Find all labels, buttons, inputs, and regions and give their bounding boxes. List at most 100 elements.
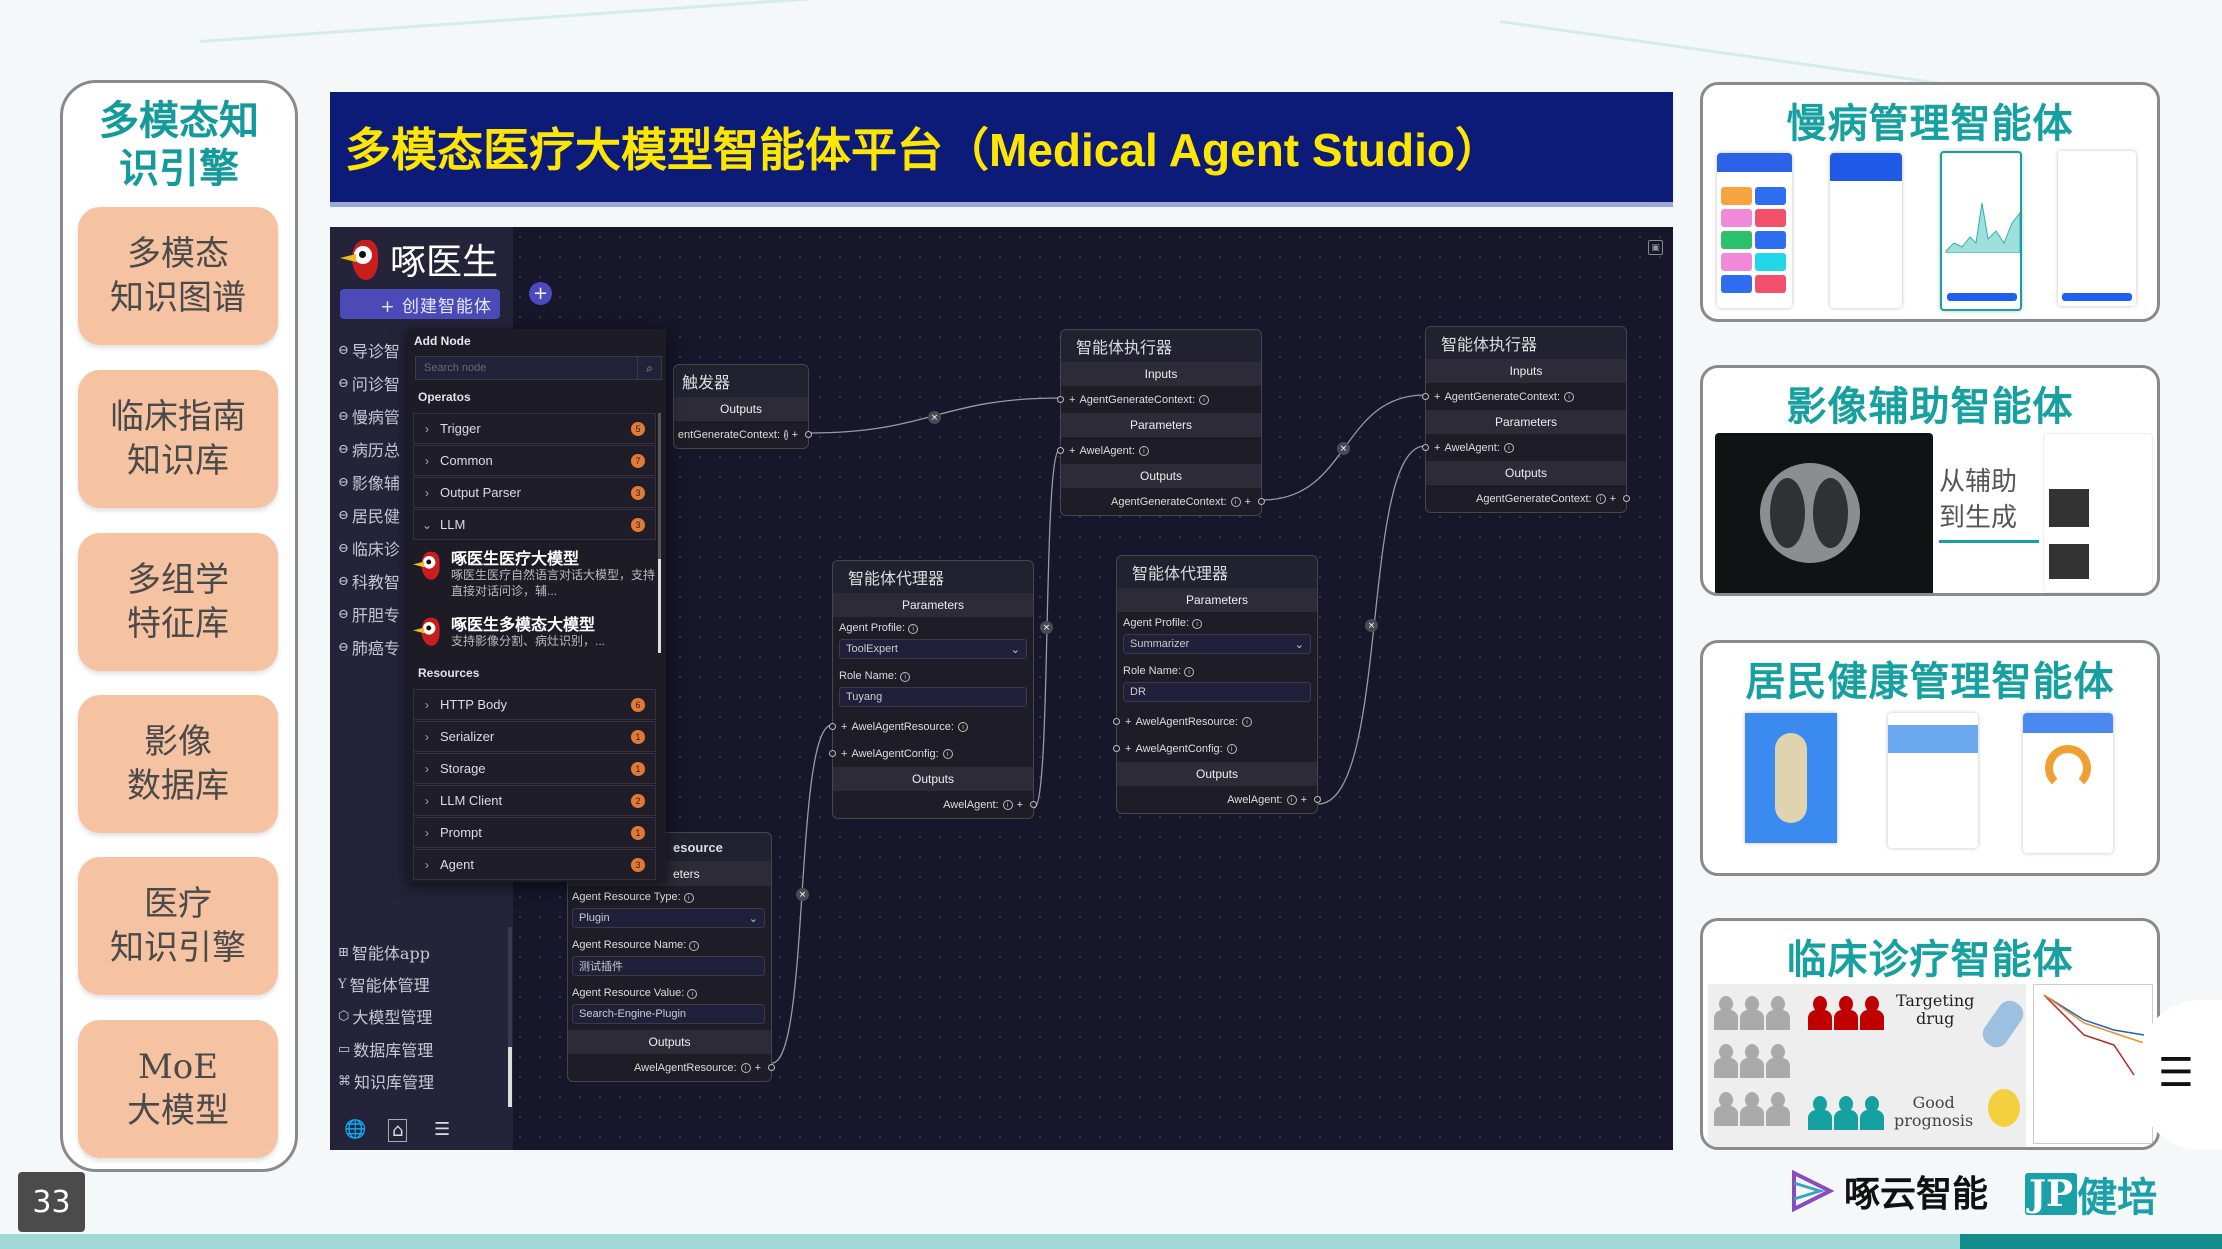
resource-type-select[interactable]: Plugin⌄ <box>572 908 765 928</box>
collapse-menu-icon[interactable]: ☰ <box>434 1119 451 1140</box>
nav-item[interactable]: ⊖问诊智 <box>338 372 400 394</box>
resource-value-input[interactable]: Search-Engine-Plugin <box>572 1004 765 1024</box>
nav-item[interactable]: ⊖居民健 <box>338 504 400 526</box>
outputs-band: Outputs <box>1061 464 1261 488</box>
node-trigger[interactable]: 触发器 Outputs entGenerateContext:i+ <box>673 364 812 449</box>
count-badge: 1 <box>631 761 645 776</box>
add-icon[interactable]: + <box>791 428 798 441</box>
add-icon[interactable]: + <box>754 1061 761 1074</box>
input-port[interactable] <box>1057 447 1064 454</box>
person-icon <box>1766 1044 1790 1078</box>
add-icon[interactable]: + <box>1125 742 1132 755</box>
node-executor-1[interactable]: 智能体执行器 Inputs +AgentGenerateContext:i Pa… <box>1057 329 1265 516</box>
search-icon[interactable]: ⌕ <box>637 357 661 379</box>
info-icon: i <box>1138 445 1149 456</box>
output-port[interactable] <box>1623 495 1630 502</box>
edge-delete-icon[interactable]: × <box>1365 619 1378 632</box>
add-icon[interactable]: + <box>1016 798 1023 811</box>
edge-delete-icon[interactable]: × <box>796 888 809 901</box>
nav-database-manage[interactable]: ▭数据库管理 <box>338 1038 433 1060</box>
edge-delete-icon[interactable]: × <box>1337 442 1350 455</box>
nav-label: 知识库管理 <box>354 1073 435 1092</box>
node-executor-2[interactable]: 智能体执行器 Inputs +AgentGenerateContext:i Pa… <box>1422 326 1630 513</box>
input-port[interactable] <box>1422 393 1429 400</box>
input-port[interactable] <box>1113 718 1120 725</box>
nav-knowledge-manage[interactable]: ⌘知识库管理 <box>338 1070 434 1092</box>
info-icon: i <box>957 721 968 732</box>
output-port[interactable] <box>1314 796 1321 803</box>
add-icon[interactable]: + <box>1125 715 1132 728</box>
zhuoyun-logo-icon <box>1792 1169 1834 1213</box>
input-port[interactable] <box>1113 745 1120 752</box>
sidebar-scrollbar[interactable] <box>508 927 512 1107</box>
list-scrollbar[interactable] <box>658 413 661 653</box>
nav-item[interactable]: ⊖慢病管 <box>338 405 400 427</box>
add-icon[interactable]: + <box>1069 393 1076 406</box>
edge-delete-icon[interactable]: × <box>928 411 941 424</box>
add-button[interactable]: + <box>529 282 552 305</box>
output-port[interactable] <box>805 431 812 438</box>
input-port[interactable] <box>1422 444 1429 451</box>
node-title: 智能体执行器 <box>1426 327 1626 359</box>
nav-item[interactable]: ⊖病历总 <box>338 438 400 460</box>
info-icon: i <box>908 624 919 634</box>
resource-name-input[interactable]: 测试插件 <box>572 956 765 976</box>
add-icon[interactable]: + <box>1300 793 1307 806</box>
add-icon[interactable]: + <box>1434 390 1441 403</box>
add-icon[interactable]: + <box>841 720 848 733</box>
home-icon[interactable]: ⌂ <box>388 1119 408 1142</box>
add-icon[interactable]: + <box>1434 441 1441 454</box>
llm-item-medical[interactable]: 啄医生医疗大模型 啄医生医疗自然语言对话大模型，支持直接对话问诊，辅... <box>413 545 656 605</box>
parameters-band: Parameters <box>1061 413 1261 437</box>
nav-item[interactable]: ⊖临床诊 <box>338 537 400 559</box>
nav-item[interactable]: ⊖影像辅 <box>338 471 400 493</box>
input-port[interactable] <box>829 723 836 730</box>
chat-icon: ⊖ <box>338 639 349 655</box>
llm-item-multimodal[interactable]: 啄医生多模态大模型 支持影像分割、病灶识别，... <box>413 611 656 653</box>
agent-profile-select[interactable]: ToolExpert⌄ <box>839 639 1027 659</box>
nav-agent-app[interactable]: ⊞智能体app <box>338 941 430 963</box>
create-agent-button[interactable]: + 创建智能体 <box>340 289 500 319</box>
node-proxy-2[interactable]: 智能体代理器 Parameters Agent Profile: i Summa… <box>1113 555 1321 814</box>
sidebar-scrollbar-thumb[interactable] <box>508 1047 512 1107</box>
globe-icon[interactable]: 🌐 <box>344 1119 367 1140</box>
node-proxy-1[interactable]: 智能体代理器 Parameters Agent Profile: i ToolE… <box>829 560 1037 819</box>
role-name-input[interactable]: DR <box>1123 682 1311 702</box>
nav-item[interactable]: ⊖导诊智 <box>338 339 400 361</box>
menu-icon[interactable]: ☰ <box>2158 1050 2194 1096</box>
output-port[interactable] <box>1258 498 1265 505</box>
app-screenshot <box>1830 153 1902 308</box>
nav-item[interactable]: ⊖肺癌专 <box>338 636 400 658</box>
edge-delete-icon[interactable]: × <box>1040 621 1053 634</box>
nav-label: 数据库管理 <box>353 1041 434 1060</box>
input-port[interactable] <box>829 750 836 757</box>
agent-profile-select[interactable]: Summarizer⌄ <box>1123 634 1311 654</box>
add-icon[interactable]: + <box>841 747 848 760</box>
nav-item[interactable]: ⊖科教智 <box>338 570 400 592</box>
search-node-input[interactable] <box>416 357 637 379</box>
add-icon[interactable]: + <box>1244 495 1251 508</box>
output-port[interactable] <box>1030 801 1037 808</box>
add-icon[interactable]: + <box>1069 444 1076 457</box>
count-badge: 3 <box>631 857 645 872</box>
save-icon[interactable]: ▣ <box>1648 240 1663 255</box>
select-value: Summarizer <box>1130 638 1190 650</box>
add-icon[interactable]: + <box>1609 492 1616 505</box>
output-port[interactable] <box>768 1064 775 1071</box>
role-name-input[interactable]: Tuyang <box>839 687 1027 707</box>
nav-model-manage[interactable]: ⬡大模型管理 <box>338 1005 432 1027</box>
list-scrollbar-thumb[interactable] <box>658 559 661 653</box>
nav-item[interactable]: ⊖肝胆专 <box>338 603 400 625</box>
input-port[interactable] <box>1057 396 1064 403</box>
